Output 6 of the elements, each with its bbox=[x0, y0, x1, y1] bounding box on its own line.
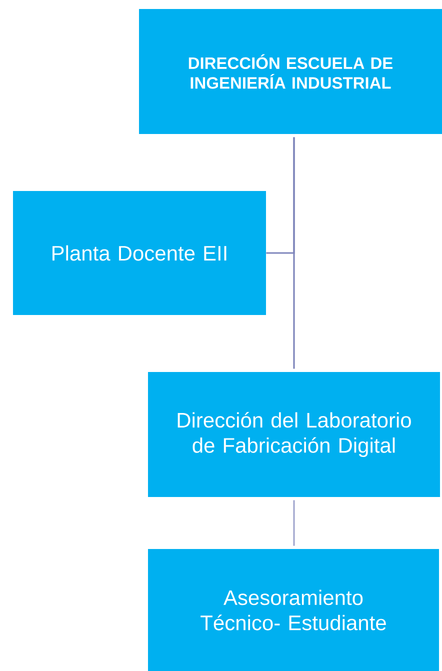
org-box: Planta Docente EII bbox=[13, 191, 266, 315]
connector-line bbox=[293, 500, 295, 546]
org-box: Dirección del Laboratorio de Fabricación Digital bbox=[148, 372, 440, 497]
org-box: Asesoramiento Técnico- Estudiante bbox=[148, 549, 439, 671]
org-box: DIRECCIÓN ESCUELA DE INGENIERÍA INDUSTRIAL bbox=[139, 9, 442, 134]
connector-line bbox=[293, 137, 295, 369]
